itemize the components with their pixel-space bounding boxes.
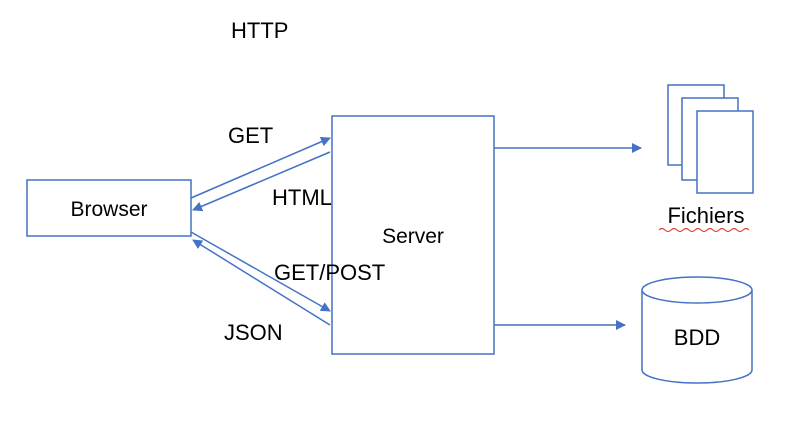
html-arrow xyxy=(192,151,331,212)
browser-server-arrows xyxy=(190,136,331,326)
server-box xyxy=(331,115,495,355)
server-node: Server xyxy=(331,115,495,355)
json-arrow xyxy=(192,239,331,326)
json-label: JSON xyxy=(224,320,283,345)
get-arrow xyxy=(190,136,331,199)
files-label: Fichiers xyxy=(667,203,744,228)
browser-label: Browser xyxy=(70,198,147,221)
documents-stack-icon xyxy=(667,84,754,194)
browser-box xyxy=(26,179,192,237)
browser-node: Browser xyxy=(26,179,192,237)
database-cylinder-icon xyxy=(641,276,753,384)
database-node: BDD xyxy=(641,276,753,384)
server-label: Server xyxy=(382,225,444,248)
files-node: Fichiers xyxy=(658,84,754,233)
html-label: HTML xyxy=(272,185,332,210)
get-post-arrow xyxy=(190,231,331,312)
get-post-label: GET/POST xyxy=(274,260,385,285)
spellcheck-underline xyxy=(658,227,750,233)
database-label: BDD xyxy=(674,325,720,350)
diagram-title: HTTP xyxy=(231,18,288,43)
get-label: GET xyxy=(228,123,273,148)
